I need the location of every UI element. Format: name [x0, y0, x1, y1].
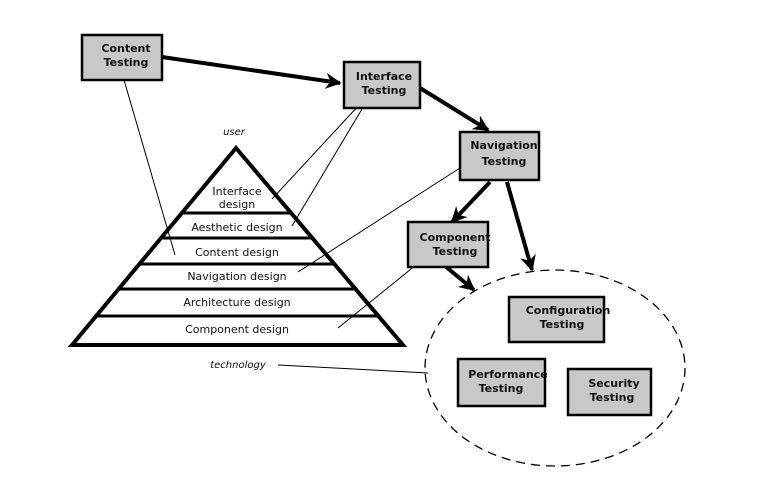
- layer-interface-design-line1: Interface: [212, 185, 261, 198]
- box-security-testing: Security Testing: [566, 367, 653, 417]
- box-navigation-testing-line1: Navigation: [470, 139, 537, 152]
- box-interface-testing: Interface Testing: [342, 60, 422, 110]
- box-component-testing-line1: Component: [420, 231, 491, 244]
- box-performance-testing-line2: Testing: [479, 382, 524, 395]
- leader-navigation: [297, 167, 461, 273]
- leader-content: [123, 79, 176, 256]
- box-configuration-testing-line1: Configuration: [526, 304, 611, 317]
- environment-testing-group: [424, 269, 686, 467]
- arrow-navigation-to-component: [450, 180, 492, 224]
- box-security-testing-line2: Testing: [590, 391, 635, 404]
- pyramid-top-label: user: [223, 127, 246, 138]
- box-performance-testing: Performance Testing: [456, 357, 548, 408]
- leader-technology: [277, 364, 429, 374]
- box-content-testing: Content Testing: [80, 33, 164, 82]
- box-interface-testing-line2: Testing: [362, 84, 407, 97]
- arrow-navigation-to-environment: [505, 181, 536, 272]
- layer-component-design: Component design: [185, 323, 289, 336]
- box-content-testing-line2: Testing: [104, 56, 149, 69]
- box-interface-testing-line1: Interface: [356, 70, 412, 83]
- box-navigation-testing: Navigation Testing: [458, 130, 541, 182]
- box-security-testing-line1: Security: [588, 377, 639, 390]
- box-component-testing: Component Testing: [406, 220, 491, 269]
- layer-architecture-design: Architecture design: [183, 296, 290, 309]
- box-configuration-testing: Configuration Testing: [507, 295, 611, 344]
- pyramid-outline: [67, 144, 408, 347]
- flow-arrows: [161, 55, 536, 292]
- box-content-testing-line1: Content: [101, 42, 150, 55]
- design-pyramid: Interface design Aesthetic design Conten…: [67, 127, 408, 371]
- box-configuration-testing-line2: Testing: [540, 318, 585, 331]
- layer-aesthetic-design: Aesthetic design: [191, 221, 282, 234]
- box-performance-testing-line1: Performance: [468, 368, 547, 381]
- leader-interface-1: [271, 103, 361, 200]
- arrow-interface-to-navigation: [418, 86, 490, 132]
- layer-interface-design-line2: design: [219, 198, 256, 211]
- box-navigation-testing-line2: Testing: [482, 155, 527, 168]
- leader-lines: [123, 79, 461, 374]
- box-component-testing-line2: Testing: [433, 245, 478, 258]
- leader-component: [337, 264, 417, 329]
- pyramid-bottom-label: technology: [210, 360, 267, 371]
- arrow-content-to-interface: [161, 55, 342, 89]
- layer-content-design: Content design: [195, 246, 279, 259]
- arrow-component-to-environment: [443, 264, 476, 292]
- leader-interface-2: [291, 103, 366, 227]
- layer-navigation-design: Navigation design: [187, 270, 286, 283]
